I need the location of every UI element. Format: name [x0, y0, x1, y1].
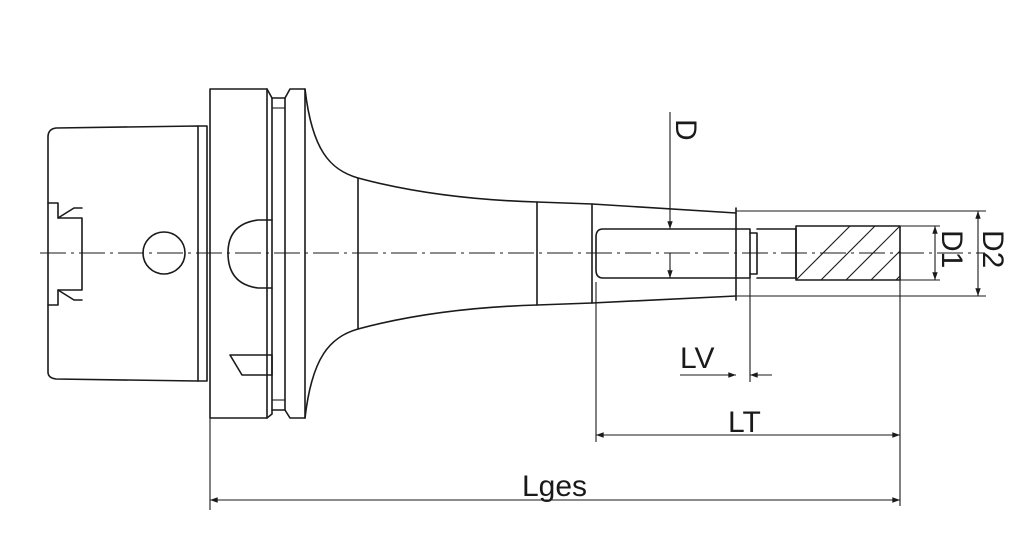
hsk-taper-shank	[47, 125, 208, 382]
tapered-body	[304, 88, 737, 419]
cutting-head	[795, 225, 901, 281]
dimension-d: D	[667, 112, 702, 278]
dimension-lges: Lges	[209, 418, 900, 510]
cross-hole	[142, 231, 186, 275]
dimension-d2: D2	[736, 210, 1009, 297]
label-lv: LV	[680, 342, 714, 375]
dimension-lv: LV	[680, 278, 772, 382]
dimension-d1: D1	[900, 225, 968, 281]
label-lges: Lges	[522, 470, 587, 503]
label-d2: D2	[976, 230, 1009, 268]
dimension-lt: LT	[595, 280, 901, 506]
label-d: D	[669, 119, 702, 141]
label-lt: LT	[728, 406, 761, 439]
label-d1: D1	[935, 230, 968, 268]
flange	[209, 88, 306, 419]
